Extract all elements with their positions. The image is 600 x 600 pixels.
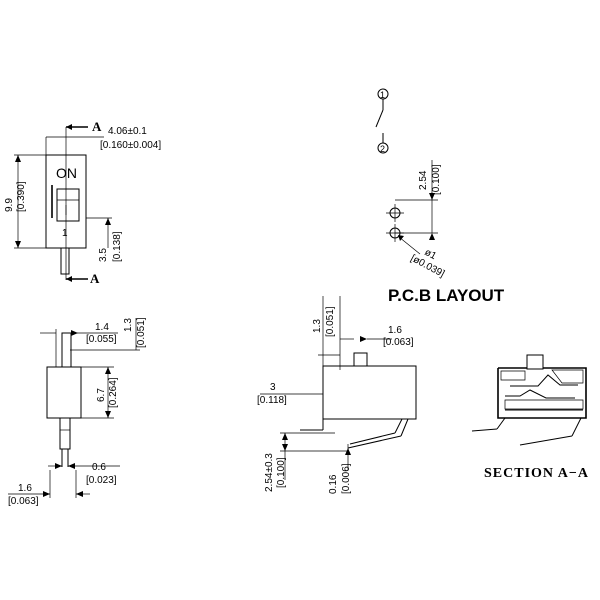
top-dim-a: 1.4: [95, 322, 109, 333]
side-dim-d-in: [0.100]: [276, 457, 287, 488]
top-dim-b: 1.3: [123, 318, 134, 332]
top-dim-e-in: [0.063]: [8, 496, 39, 507]
top-dim-d-in: [0.023]: [86, 475, 117, 486]
side-dim-c-in: [0.118]: [257, 395, 287, 406]
front-view: A A 4.06±0.1 [0.160±0.004] ON 1 9.9 [0.3…: [4, 119, 161, 286]
dim-pitch: 2.54: [418, 170, 429, 190]
on-label: ON: [56, 165, 77, 181]
dim-width-in: [0.160±0.004]: [100, 140, 161, 151]
top-dim-b-in: [0.051]: [136, 317, 147, 348]
top-dim-d: 0.6: [92, 462, 106, 473]
side-dim-b-in: [0.063]: [383, 337, 414, 348]
dim-height: 9.9: [4, 198, 15, 212]
dim-hole: ø1: [423, 247, 439, 262]
top-dim-c: 6.7: [96, 388, 107, 402]
section-mark-bottom: A: [90, 271, 100, 286]
side-dim-a-in: [0.051]: [325, 306, 336, 337]
side-dim-d: 2.54±0.3: [264, 453, 275, 492]
dim-body-in: [0.138]: [112, 231, 123, 262]
side-dim-a: 1.3: [312, 319, 323, 333]
top-view: 1.4 [0.055] 1.3 [0.051] 6.7 [0.264] 0.6 …: [8, 317, 147, 507]
pin-mark: 1: [62, 228, 68, 239]
switch-schematic: 1 2: [375, 88, 389, 154]
pcb-layout: 2.54 [0.100] ø1 [ø0.039] P.C.B LAYOUT: [386, 160, 505, 305]
side-dim-b: 1.6: [388, 325, 402, 336]
pcb-title: P.C.B LAYOUT: [388, 286, 505, 305]
schematic-pin2: 2: [380, 144, 385, 154]
side-dim-e: 0.16: [328, 474, 339, 494]
dim-pitch-in: [0.100]: [431, 164, 442, 195]
section-mark-top: A: [92, 119, 102, 134]
side-dim-c: 3: [270, 382, 276, 393]
schematic-pin1: 1: [380, 90, 385, 100]
section-view: SECTION A−A: [471, 354, 589, 481]
dim-width: 4.06±0.1: [108, 126, 147, 137]
top-dim-e: 1.6: [18, 483, 32, 494]
dim-body: 3.5: [98, 248, 109, 262]
section-label: SECTION A−A: [484, 466, 589, 481]
side-dim-e-in: [0.006]: [341, 463, 352, 494]
side-view: 1.3 [0.051] 1.6 [0.063] 3 [0.118] 2.54±0…: [257, 296, 417, 494]
dim-height-in: [0.390]: [16, 181, 27, 212]
top-dim-a-in: [0.055]: [86, 334, 117, 345]
top-dim-c-in: [0.264]: [108, 377, 119, 408]
